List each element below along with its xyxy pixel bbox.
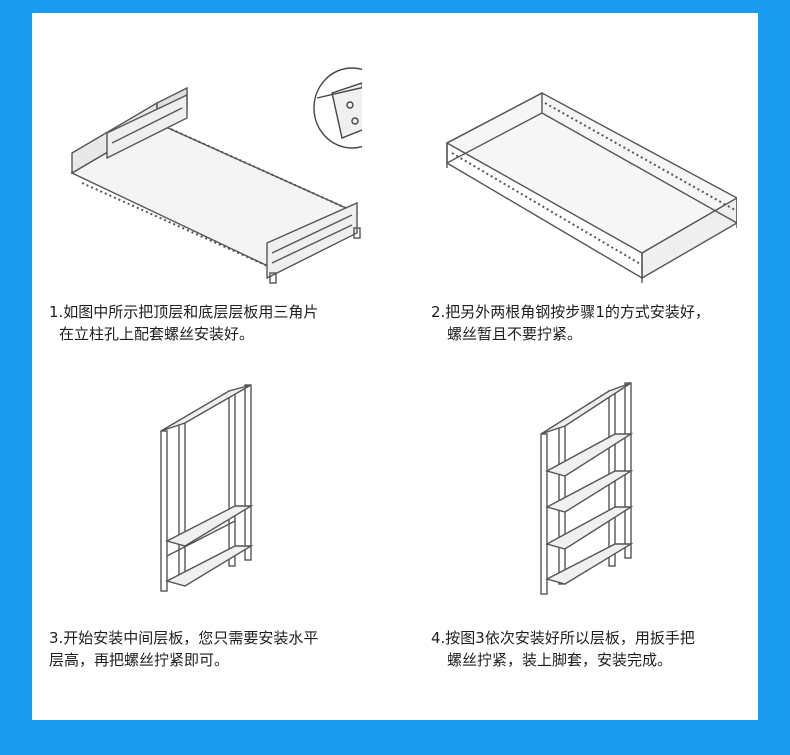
instruction-panel: 1.如图中所示把顶层和底层层板用三角片 在立柱孔上配套螺丝安装好。 2.把另外两…: [32, 13, 758, 720]
step3-line2: 层高，再把螺丝拧紧即可。: [49, 651, 230, 669]
step4-line1: 4.按图3依次安装好所以层板，用扳手把: [431, 629, 695, 647]
step3-line1: 3.开始安装中间层板，您只需要安装水平: [49, 629, 319, 647]
step4-illustration: [537, 379, 637, 599]
step1-line2: 在立柱孔上配套螺丝安装好。: [59, 325, 255, 343]
step1-line1: 1.如图中所示把顶层和底层层板用三角片: [49, 303, 319, 321]
step2-caption: 2.把另外两根角钢按步骤1的方式安装好， 螺丝暂且不要拧紧。: [431, 301, 710, 345]
step2-illustration: [437, 73, 739, 288]
shelf-frame-with-bracket-icon: [70, 67, 391, 284]
step1-illustration: [62, 43, 391, 293]
step4-line2: 螺丝拧紧，装上脚套，安装完成。: [447, 651, 673, 669]
shelf-unit-partial-icon: [160, 384, 254, 592]
box-frame-icon: [445, 91, 739, 283]
step2-line2: 螺丝暂且不要拧紧。: [447, 325, 583, 343]
step4-caption: 4.按图3依次安装好所以层板，用扳手把 螺丝拧紧，装上脚套，安装完成。: [431, 627, 695, 671]
shelf-unit-complete-icon: [540, 382, 634, 595]
step3-caption: 3.开始安装中间层板，您只需要安装水平 层高，再把螺丝拧紧即可。: [49, 627, 318, 671]
step1-caption: 1.如图中所示把顶层和底层层板用三角片 在立柱孔上配套螺丝安装好。: [49, 301, 318, 345]
step2-line1: 2.把另外两根角钢按步骤1的方式安装好，: [431, 303, 710, 321]
step3-illustration: [157, 381, 257, 596]
